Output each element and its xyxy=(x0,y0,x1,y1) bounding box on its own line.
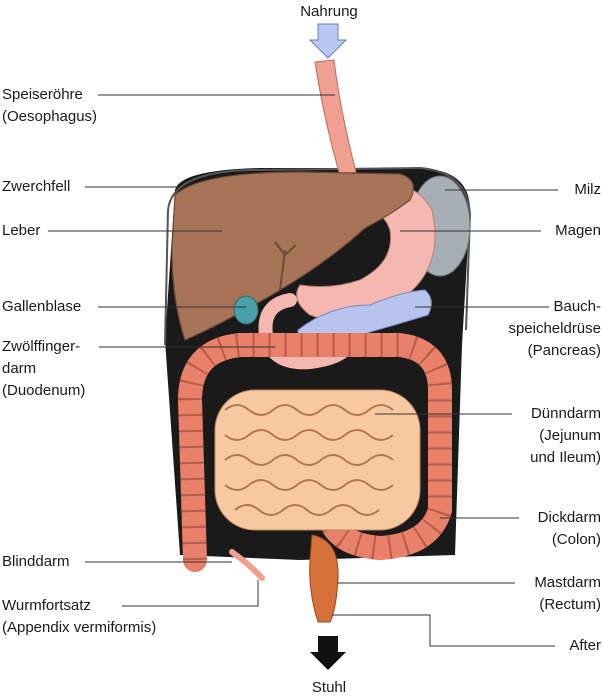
label-line: (Rectum) xyxy=(539,596,601,613)
colon-haustra xyxy=(177,333,452,561)
food-arrow-icon xyxy=(308,23,348,59)
label-line: After xyxy=(569,637,601,654)
label-after: After xyxy=(569,635,601,657)
label-speiseroehre: Speiseröhre (Oesophagus) xyxy=(2,84,97,128)
label-line: (Colon) xyxy=(551,531,601,548)
label-line: (Oesophagus) xyxy=(2,108,98,125)
appendix xyxy=(229,549,265,581)
label-line: Blinddarm xyxy=(2,553,70,570)
label-line: (Duodenum) xyxy=(2,382,86,399)
liver xyxy=(171,171,414,341)
label-line: Zwerchfell xyxy=(2,178,71,195)
stool-arrow-icon xyxy=(310,636,346,670)
gallbladder xyxy=(233,295,259,325)
label-line: Zwölffinger- xyxy=(2,338,81,355)
label-dickdarm: Dickdarm (Colon) xyxy=(538,507,601,551)
label-wurmfortsatz: Wurmfortsatz (Appendix vermiformis) xyxy=(2,595,156,639)
leader-after xyxy=(332,614,555,647)
label-line: Mastdarm xyxy=(534,574,601,591)
label-line: Gallenblase xyxy=(2,298,82,315)
label-line: Leber xyxy=(2,222,41,239)
label-leber: Leber xyxy=(2,220,40,242)
label-blinddarm: Blinddarm xyxy=(2,551,70,573)
label-mastdarm: Mastdarm (Rectum) xyxy=(534,572,601,616)
stomach xyxy=(296,180,436,321)
label-bauchspeicheldruese: Bauch- speicheldrüse (Pancreas) xyxy=(508,296,601,362)
small-intestine xyxy=(214,389,421,531)
leader-wurmfortsatz xyxy=(122,580,259,607)
label-milz: Milz xyxy=(574,179,601,201)
label-line: speicheldrüse xyxy=(508,320,601,337)
leader-lines xyxy=(48,94,558,647)
label-zwoelffingerdarm: Zwölffinger- darm (Duodenum) xyxy=(2,336,85,402)
label-line: Bauch- xyxy=(553,298,601,315)
diaphragm xyxy=(164,166,472,346)
label-line: Dickdarm xyxy=(537,509,601,526)
label-line: Dünndarm xyxy=(530,405,601,422)
small-intestine-coils xyxy=(224,404,394,516)
liver-vessel xyxy=(274,241,297,291)
label-line: Milz xyxy=(574,181,601,198)
label-line: Speiseröhre xyxy=(2,86,83,103)
rectum xyxy=(309,534,339,623)
label-zwerchfell: Zwerchfell xyxy=(2,176,70,198)
stuhl-label: Stuhl xyxy=(311,679,347,696)
label-line: und Ileum) xyxy=(530,449,601,466)
label-line: Magen xyxy=(555,222,601,239)
esophagus xyxy=(314,59,357,177)
label-magen: Magen xyxy=(555,220,601,242)
label-line: darm xyxy=(2,360,37,377)
label-line: (Jejunum xyxy=(539,427,601,444)
nahrung-label: Nahrung xyxy=(300,3,358,20)
label-line: Wurmfortsatz xyxy=(2,597,91,614)
label-line: (Pancreas) xyxy=(527,342,601,359)
label-line: (Appendix vermiformis) xyxy=(2,619,157,636)
label-duenndarm: Dünndarm (Jejunum und Ileum) xyxy=(530,403,601,469)
label-gallenblase: Gallenblase xyxy=(2,296,81,318)
